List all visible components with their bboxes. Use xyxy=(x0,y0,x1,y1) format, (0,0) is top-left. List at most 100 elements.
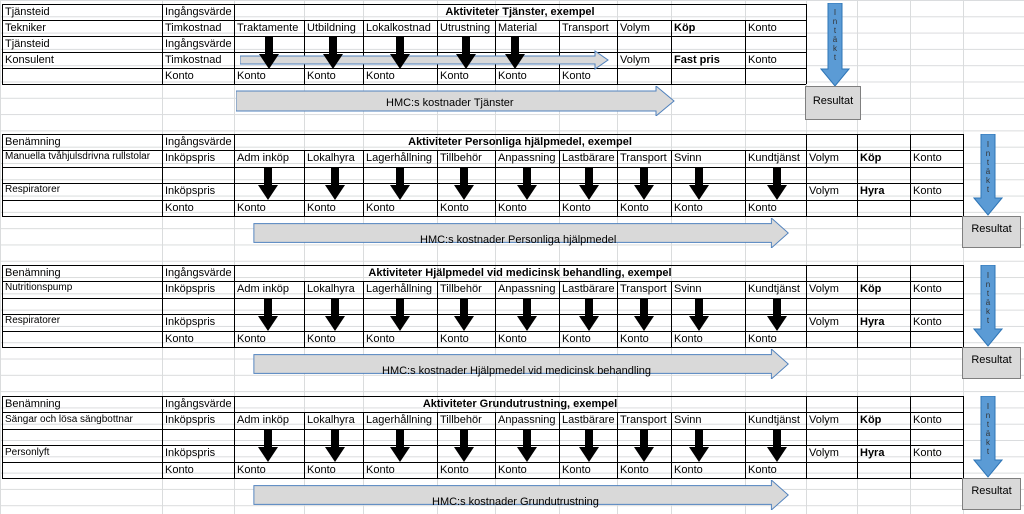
resultat-box: Resultat xyxy=(962,347,1021,379)
border xyxy=(2,445,963,446)
cell-label: Benämning xyxy=(5,136,61,148)
border xyxy=(304,281,305,347)
volym-label: Volym xyxy=(809,185,839,197)
konto-cell: Konto xyxy=(562,464,591,476)
grid-col-line xyxy=(617,0,618,514)
kop-label: Köp xyxy=(860,152,882,164)
border xyxy=(437,281,438,347)
activity-label: Lastbärare xyxy=(562,414,615,426)
cell-label: Konsulent xyxy=(5,54,54,66)
activity-label: Lagerhållning xyxy=(366,414,433,426)
down-arrow-icon xyxy=(323,36,343,69)
border xyxy=(2,4,806,5)
border xyxy=(2,412,963,413)
grid-col-line xyxy=(806,0,807,514)
cell-label: Benämning xyxy=(5,398,61,410)
cell-label: Manuella tvåhjulsdrivna rullstolar xyxy=(5,151,151,162)
right-arrow-icon xyxy=(240,50,609,70)
border xyxy=(495,412,496,478)
down-arrow-icon xyxy=(325,167,345,200)
border xyxy=(806,4,807,84)
border xyxy=(2,331,963,332)
border xyxy=(162,4,163,84)
cost-label: HMC:s kostnader Personliga hjälpmedel xyxy=(420,234,617,246)
intakt-down-arrow-icon xyxy=(820,3,850,87)
activity-label: Anpassning xyxy=(498,414,556,426)
cell-label: Tekniker xyxy=(5,22,46,34)
border xyxy=(963,396,964,478)
volym-label: Volym xyxy=(620,54,650,66)
konto-cell: Konto xyxy=(307,464,336,476)
activity-label: Lastbärare xyxy=(562,283,615,295)
down-arrow-icon xyxy=(767,167,787,200)
block-title: Aktiviteter Personliga hjälpmedel, exemp… xyxy=(408,136,632,148)
cell-label: Ingångsvärde xyxy=(165,398,232,410)
border xyxy=(363,150,364,216)
konto-cell: Konto xyxy=(440,202,469,214)
down-arrow-icon xyxy=(454,429,474,462)
down-arrow-icon xyxy=(517,167,537,200)
konto-label: Konto xyxy=(913,414,942,426)
konto-cell: Konto xyxy=(440,333,469,345)
border xyxy=(910,396,911,478)
border xyxy=(671,150,672,216)
grid-col-line xyxy=(745,0,746,514)
down-arrow-icon xyxy=(325,298,345,331)
intakt-down-arrow-icon xyxy=(973,396,1003,478)
right-arrow-icon xyxy=(253,480,789,510)
border xyxy=(495,281,496,347)
activity-label: Adm inköp xyxy=(237,152,289,164)
konto-cell: Konto xyxy=(620,333,649,345)
volym-label: Volym xyxy=(620,22,650,34)
down-arrow-icon xyxy=(767,298,787,331)
border xyxy=(162,265,163,347)
konto-cell: Konto xyxy=(674,464,703,476)
activity-label: Adm inköp xyxy=(237,414,289,426)
border xyxy=(617,412,618,478)
border xyxy=(2,281,963,282)
border xyxy=(745,20,746,84)
konto-label: Konto xyxy=(913,447,942,459)
konto-cell: Konto xyxy=(620,202,649,214)
konto-cell: Konto xyxy=(237,202,266,214)
activity-label: Lokalkostnad xyxy=(366,22,431,34)
konto-cell: Konto xyxy=(440,70,469,82)
border xyxy=(745,281,746,347)
border xyxy=(910,134,911,216)
border xyxy=(437,150,438,216)
cell-label: Respiratorer xyxy=(5,184,61,195)
resultat-label: Resultat xyxy=(971,485,1012,497)
border xyxy=(806,396,807,478)
down-arrow-icon xyxy=(325,429,345,462)
border xyxy=(2,200,963,201)
down-arrow-icon xyxy=(689,167,709,200)
border xyxy=(304,20,305,84)
konto-label: Konto xyxy=(748,22,777,34)
down-arrow-icon xyxy=(634,298,654,331)
konto-cell: Konto xyxy=(307,70,336,82)
block-title: Aktiviteter Grundutrustning, exempel xyxy=(422,398,618,410)
konto-cell: Konto xyxy=(562,70,591,82)
down-arrow-icon xyxy=(505,36,525,69)
cell-label: Personlyft xyxy=(5,447,50,458)
activity-label: Material xyxy=(498,22,538,34)
konto-cell: Konto xyxy=(498,464,527,476)
border xyxy=(162,20,234,21)
grid-col-line xyxy=(963,0,964,514)
resultat-label: Resultat xyxy=(971,354,1012,366)
border xyxy=(671,281,672,347)
border xyxy=(363,20,364,84)
konto-cell: Konto xyxy=(366,70,395,82)
cell-label: Inköpspris xyxy=(165,447,216,459)
konto-label: Konto xyxy=(913,152,942,164)
hyra-label: Hyra xyxy=(860,447,885,459)
volym-label: Volym xyxy=(809,414,839,426)
border xyxy=(2,216,963,217)
konto-label: Konto xyxy=(748,54,777,66)
activity-label: Svinn xyxy=(674,283,702,295)
activity-label: Adm inköp xyxy=(237,283,289,295)
resultat-box: Resultat xyxy=(962,216,1021,248)
down-arrow-icon xyxy=(258,298,278,331)
border xyxy=(234,20,806,21)
cell-label: Inköpspris xyxy=(165,316,216,328)
